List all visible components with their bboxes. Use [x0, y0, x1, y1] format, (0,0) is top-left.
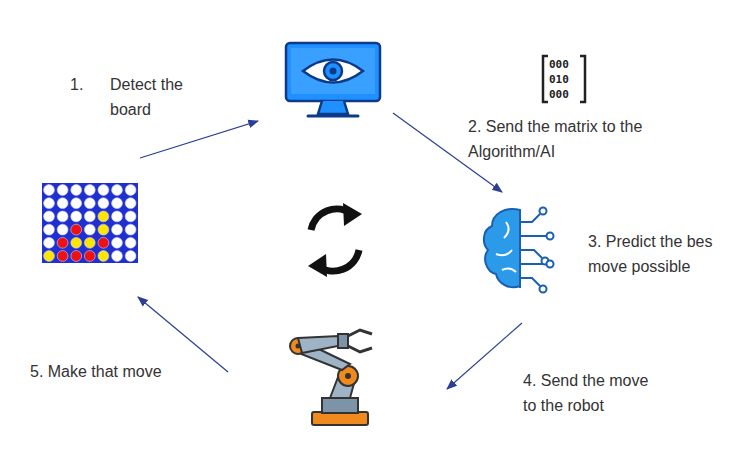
game-board-icon: [42, 183, 138, 263]
step-label: 3. Predict the bes move possible: [588, 229, 730, 279]
robot-arm-icon: [290, 330, 372, 425]
flow-arrows: [138, 113, 522, 389]
step-number: 1.: [70, 72, 100, 97]
cycle-arrowheads: [308, 203, 362, 277]
step-label: Detect the board: [110, 72, 210, 122]
binary-digits: 000: [549, 58, 579, 71]
monitor-eye-icon: [286, 43, 380, 116]
step-label: 4. Send the move to the robot: [523, 368, 665, 418]
brain-ai-icon: [484, 208, 554, 293]
binary-icon: [543, 56, 585, 102]
binary-digits: 000: [549, 88, 579, 101]
step-label: 2. Send the matrix to the Algorithm/AI: [468, 114, 723, 164]
binary-digits: 010: [549, 73, 579, 86]
step-label: 5. Make that move: [30, 359, 220, 384]
